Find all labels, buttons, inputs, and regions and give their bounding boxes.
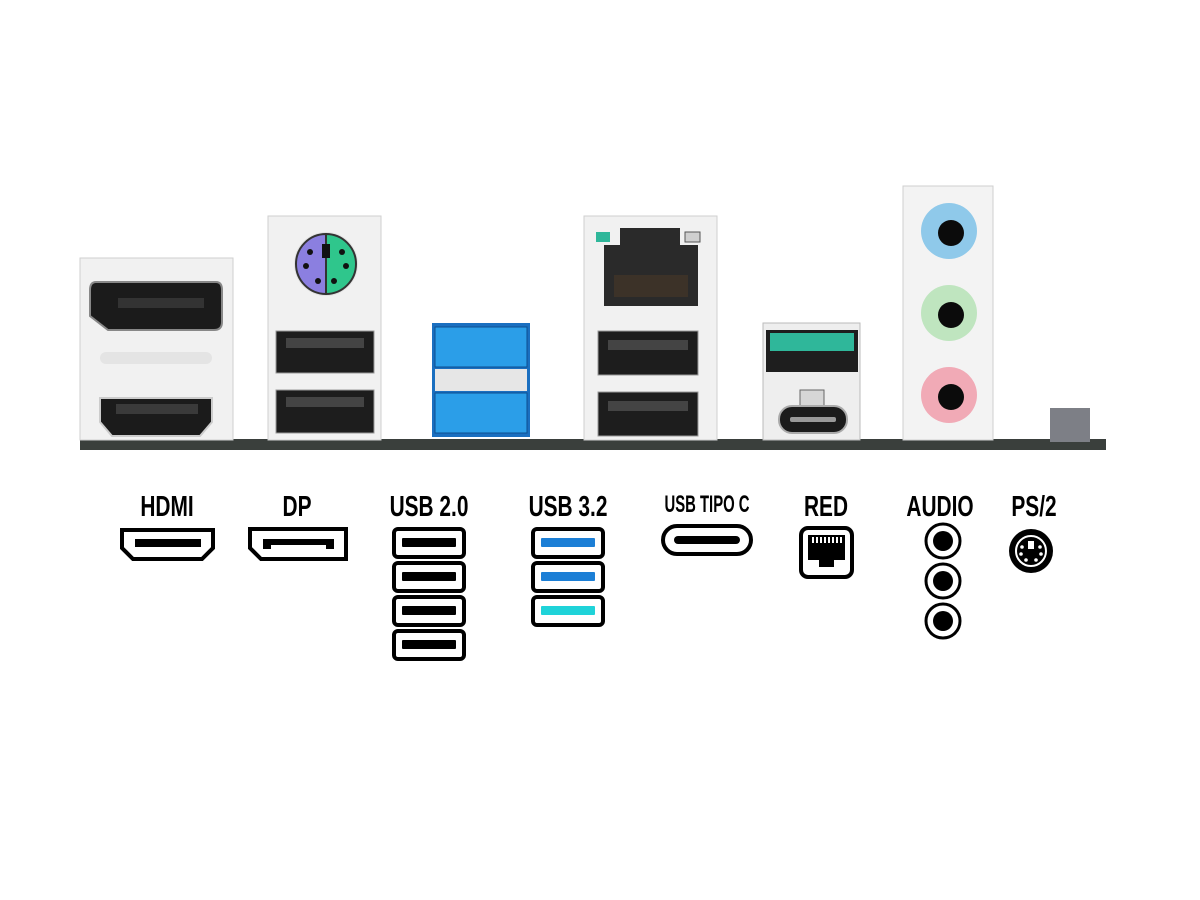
usb2-port — [275, 330, 375, 374]
usb-teal-typec-stack — [762, 322, 861, 441]
ps2-icon — [1009, 529, 1053, 573]
usb2-icon — [392, 629, 466, 661]
usb3-port — [434, 392, 528, 434]
usb2-icon — [392, 561, 466, 593]
audio-icon-group — [924, 522, 962, 640]
label-red: RED — [804, 491, 848, 523]
usb3-icon — [531, 527, 605, 559]
ethernet-icon — [799, 526, 854, 579]
label-ps2: PS/2 — [1011, 491, 1056, 523]
label-usb32: USB 3.2 — [529, 491, 608, 523]
usb2-icon — [392, 595, 466, 627]
lan-usb-bracket — [583, 215, 718, 441]
usb2-icon — [392, 527, 466, 559]
usb3-icon — [531, 595, 605, 627]
small-component — [1050, 408, 1090, 442]
usb2-port — [597, 391, 699, 437]
hdmi-dp-bracket — [79, 257, 234, 441]
label-dp: DP — [283, 491, 312, 523]
hdmi-port — [99, 397, 213, 437]
audio-jack-icon — [924, 522, 962, 560]
usb32-icon-group — [531, 527, 605, 627]
usb2-icon-group — [392, 527, 466, 661]
usb3-icon — [531, 561, 605, 593]
lan-led-green — [596, 232, 610, 242]
ps2-usb-bracket — [267, 215, 382, 441]
usb3-port — [434, 326, 528, 368]
motherboard-edge — [80, 439, 1106, 450]
audio-jack-icon — [924, 602, 962, 640]
label-usb-c: USB TIPO C — [664, 492, 749, 518]
usb3-stack — [432, 323, 530, 437]
label-usb2: USB 2.0 — [390, 491, 469, 523]
audio-jack-icon — [924, 562, 962, 600]
label-audio: AUDIO — [906, 491, 973, 523]
hdmi-icon — [120, 528, 215, 561]
lan-led-grey — [684, 231, 701, 243]
usb2-port — [597, 330, 699, 376]
label-hdmi: HDMI — [140, 491, 193, 523]
audio-bracket — [902, 185, 994, 441]
usb-c-icon — [661, 524, 753, 556]
displayport-icon — [248, 527, 348, 561]
usb2-port — [275, 389, 375, 434]
